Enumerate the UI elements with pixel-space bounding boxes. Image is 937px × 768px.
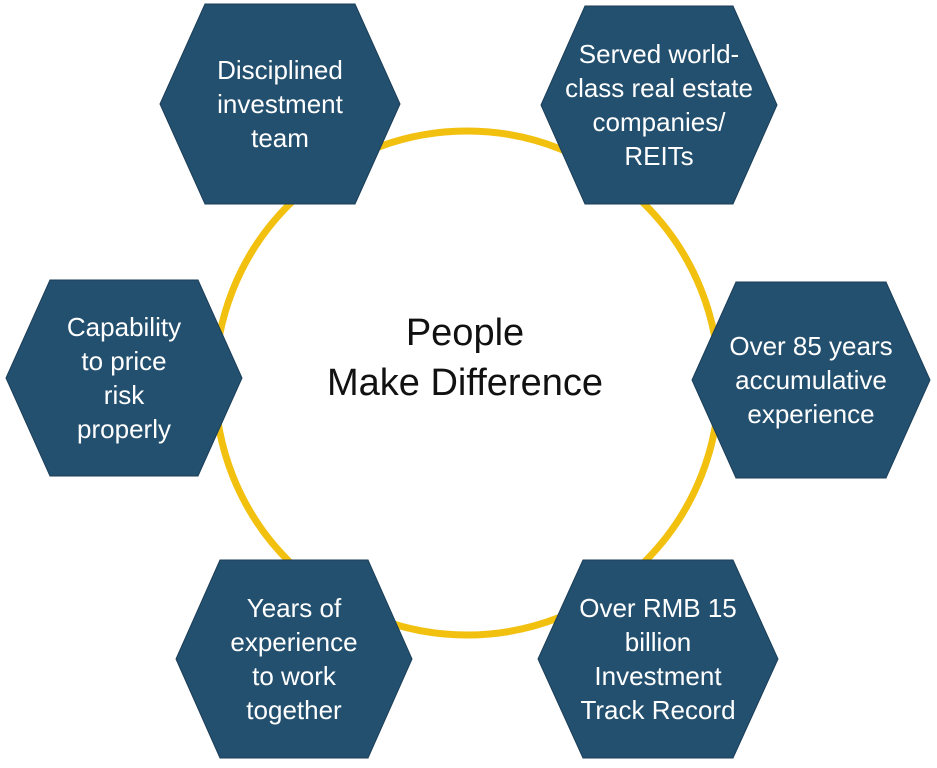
hexagon-label-line: billion xyxy=(624,627,692,657)
hexagon-label-line: Disciplined xyxy=(217,55,343,85)
center-title: People Make Difference xyxy=(265,308,665,408)
hexagon-shape xyxy=(175,559,413,759)
hexagon-label-line: Track Record xyxy=(580,695,736,725)
hexagon-top-right: Served world- class real estate companie… xyxy=(540,5,778,205)
hexagon-right: Over 85 years accumulative experience xyxy=(691,281,931,479)
hexagon-shape xyxy=(691,281,931,479)
hexagon-label: Over RMB 15 billion Investment Track Rec… xyxy=(538,560,778,758)
hexagon-label-line: Over RMB 15 xyxy=(579,593,737,623)
hexagon-label-line: risk xyxy=(103,380,145,410)
hexagon-shape xyxy=(540,5,778,205)
hexagon-label-line: team xyxy=(251,123,309,153)
hexagon-label-line: together xyxy=(246,695,342,725)
hexagon-shape xyxy=(5,279,243,477)
hexagon-label-line: accumulative xyxy=(735,365,887,395)
hexagon-bottom-right: Over RMB 15 billion Investment Track Rec… xyxy=(537,559,779,759)
hexagon-label: Over 85 years accumulative experience xyxy=(692,282,930,478)
hexagon-label: Disciplined investment team xyxy=(160,4,400,204)
hexagon-label-line: experience xyxy=(230,627,358,657)
hexagon-label-line: Investment xyxy=(594,661,722,691)
hexagon-label-line: companies/ xyxy=(592,107,726,137)
hexagon-label-line: class real estate xyxy=(565,73,753,103)
hexagon-label: Served world- class real estate companie… xyxy=(541,6,777,204)
hexagon-label-line: Years of xyxy=(246,593,342,623)
center-title-line-2: Make Difference xyxy=(327,362,603,404)
hexagon-bottom-left: Years of experience to work together xyxy=(175,559,413,759)
hexagon-label: Years of experience to work together xyxy=(176,560,412,758)
hexagon-label-line: REITs xyxy=(624,141,694,171)
hexagon-shape xyxy=(537,559,779,759)
hexagon-label-line: investment xyxy=(217,89,343,119)
hexagon-label-line: Capability xyxy=(66,312,182,342)
hexagon-shape xyxy=(159,3,401,205)
hexagon-label-line: Over 85 years xyxy=(729,331,893,361)
hexagon-label: Capability to price risk properly xyxy=(6,280,242,476)
hexagon-label-line: properly xyxy=(77,414,171,444)
hexagon-label-line: to price xyxy=(81,346,167,376)
hexagon-label-line: Served world- xyxy=(578,39,740,69)
center-title-line-1: People xyxy=(405,312,525,354)
hexagon-label-line: experience xyxy=(747,399,875,429)
hexagon-top-left: Disciplined investment team xyxy=(159,3,401,205)
hexagon-label-line: to work xyxy=(252,661,336,691)
hexagon-left: Capability to price risk properly xyxy=(5,279,243,477)
